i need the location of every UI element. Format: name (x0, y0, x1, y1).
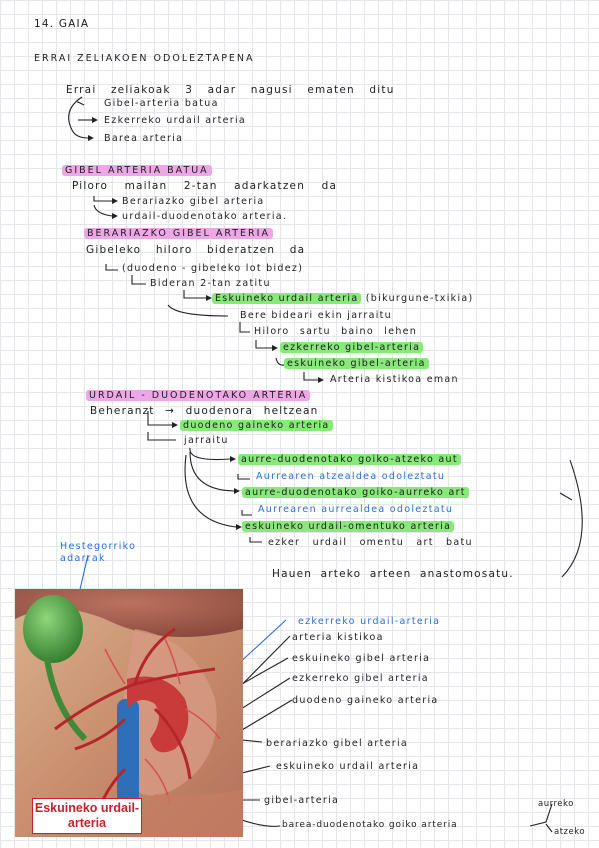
urdail-sup: duodeno gaineko arteria (180, 419, 333, 432)
berariazko-cystic: Arteria kistikoa eman (330, 374, 459, 385)
berariazko-sub2: Bideran 2-tan zatitu (150, 278, 271, 289)
berariazko-left-branch-text: ezkerreko gibel-arteria (280, 342, 424, 353)
gibel-title-text: GIBEL ARTERIA BATUA (62, 165, 212, 176)
berariazko-right-branch-text: eskuineko gibel-arteria (284, 358, 429, 369)
gibel-branch-2: urdail-duodenotako arteria. (122, 211, 288, 222)
intro-branch-3: Barea arteria (104, 133, 184, 144)
urdail-right-omentum: eskuineko urdail-omentuko arteria (242, 520, 455, 533)
urdail-front-text: aurre-duodenotako goiko-atzeko aut (238, 454, 461, 465)
image-caption: Eskuineko urdail-arteria (32, 798, 142, 834)
berariazko-branch-2: Bere bideari ekin jarraitu (240, 310, 392, 321)
figure-split-2: atzeko (554, 827, 586, 837)
figure-label-6: berariazko gibel arteria (266, 738, 409, 749)
gibel-point: Piloro mailan 2-tan adarkatzen da (72, 180, 338, 192)
anatomical-illustration (15, 589, 243, 837)
berariazko-title: BERARIAZKO GIBEL ARTERIA (84, 227, 273, 240)
berariazko-title-text: BERARIAZKO GIBEL ARTERIA (84, 228, 273, 239)
figure-label-4: ezkerreko gibel arteria (292, 673, 429, 684)
intro-lead: Errai zeliakoak 3 adar nagusi ematen dit… (66, 84, 395, 96)
urdail-right-omentum-text: eskuineko urdail-omentuko arteria (242, 521, 455, 532)
anatomy-drawing (15, 589, 243, 837)
gibel-branch-1: Berariazko gibel arteria (122, 196, 265, 207)
berariazko-sub1: (duodeno - gibeleko lot bidez) (122, 263, 304, 274)
berariazko-branch-1: Eskuineko urdail arteria (bikurgune-txik… (212, 292, 474, 305)
urdail-back-note: Aurrearen aurrealdea odoleztatu (258, 504, 454, 515)
gibel-title: GIBEL ARTERIA BATUA (62, 164, 212, 177)
figure-label-2: arteria kistikoa (292, 632, 384, 643)
intro-branch-1: Gibel-arteria batua (104, 98, 219, 109)
urdail-right-omentum-note: ezker urdail omentu art batu (268, 537, 473, 548)
urdail-front: aurre-duodenotako goiko-atzeko aut (238, 453, 461, 466)
urdail-back-text: aurre-duodenotako goiko-aurreko art (242, 487, 469, 498)
urdail-jarraitu: jarraitu (184, 435, 229, 446)
figure-label-5: duodeno gaineko arteria (292, 695, 439, 706)
figure-label-7: eskuineko urdail arteria (276, 761, 420, 772)
figure-label-3: eskuineko gibel arteria (292, 653, 431, 664)
urdail-title-text: URDAIL - DUODENOTAKO ARTERIA (86, 390, 311, 401)
figure-label-9: barea-duodenotako goiko arteria (282, 820, 458, 830)
urdail-title: URDAIL - DUODENOTAKO ARTERIA (86, 389, 311, 402)
berariazko-point: Gibeleko hiloro bideratzen da (86, 244, 306, 256)
figure-label-1: ezkerreko urdail-arteria (298, 616, 441, 627)
berariazko-hilo: Hiloro sartu baino lehen (254, 326, 418, 337)
urdail-point: Beheranzt → duodenora heltzean (90, 405, 319, 417)
urdail-front-note: Aurrearen atzealdea odoleztatu (256, 471, 446, 482)
figure-split-1: aurreko (538, 799, 574, 809)
berariazko-branch-1-note: (bikurgune-txikia) (365, 293, 474, 304)
figure-label-8: gibel-arteria (264, 795, 340, 806)
berariazko-right-branch: eskuineko gibel-arteria (284, 357, 429, 370)
lesson-title: 14. GAIA (34, 18, 90, 30)
urdail-sup-text: duodeno gaineko arteria (180, 420, 333, 431)
urdail-anastomosis: Hauen arteko arteen anastomosatu. (272, 568, 514, 580)
intro-branch-2: Ezkerreko urdail arteria (104, 115, 247, 126)
berariazko-left-branch: ezkerreko gibel-arteria (280, 341, 424, 354)
berariazko-branch-1-text: Eskuineko urdail arteria (212, 293, 362, 304)
urdail-back: aurre-duodenotako goiko-aurreko art (242, 486, 469, 499)
section-title: ERRAI ZELIAKOEN ODOLEZTAPENA (34, 53, 255, 64)
gallbladder-label: Hestegorriko adarrak (60, 541, 137, 564)
